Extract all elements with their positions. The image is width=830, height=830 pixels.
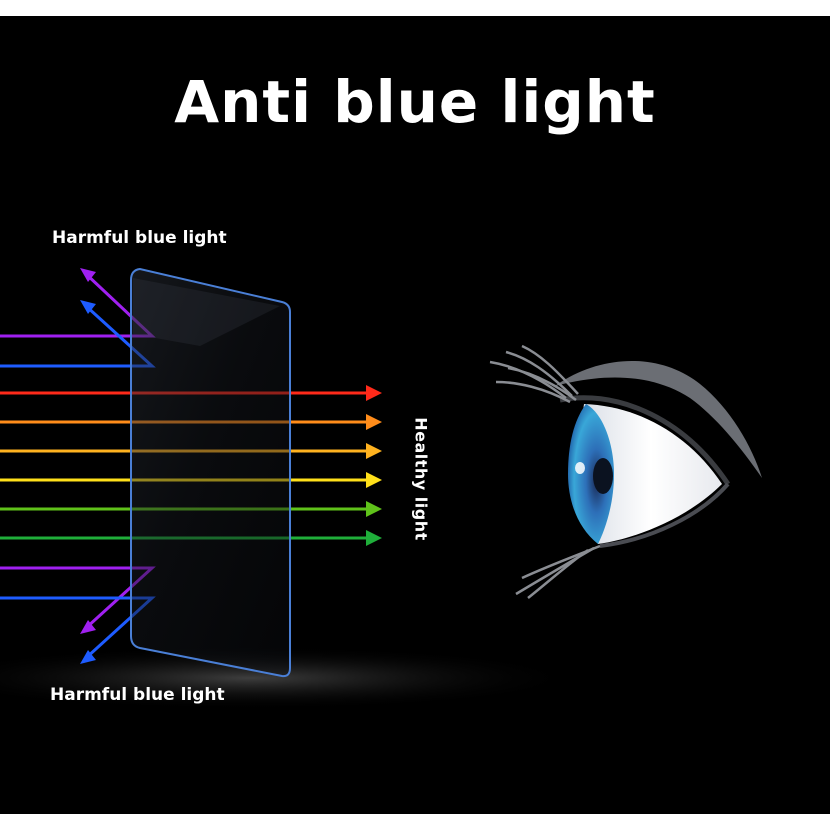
filter-lens: [130, 267, 291, 678]
harmful-rays-top: [0, 268, 156, 368]
pupil: [593, 458, 613, 494]
illustration-panel: Anti blue light: [0, 16, 830, 814]
sclera: [580, 404, 722, 544]
healthy-light-label: Healthy light: [411, 417, 431, 541]
eyebrow-lid-shape: [555, 360, 762, 478]
page-title: Anti blue light: [174, 68, 656, 136]
eye-highlight: [575, 462, 585, 474]
iris: [568, 404, 614, 544]
upper-eyelashes: [489, 344, 579, 404]
lower-eyelashes: [515, 544, 601, 599]
blue-light-diagram: [0, 267, 762, 710]
harmful-blue-light-label-bottom: Harmful blue light: [50, 685, 225, 705]
harmful-blue-light-label-top: Harmful blue light: [52, 228, 227, 248]
eye-illustration: [489, 344, 762, 599]
floor-glow: [0, 646, 580, 710]
